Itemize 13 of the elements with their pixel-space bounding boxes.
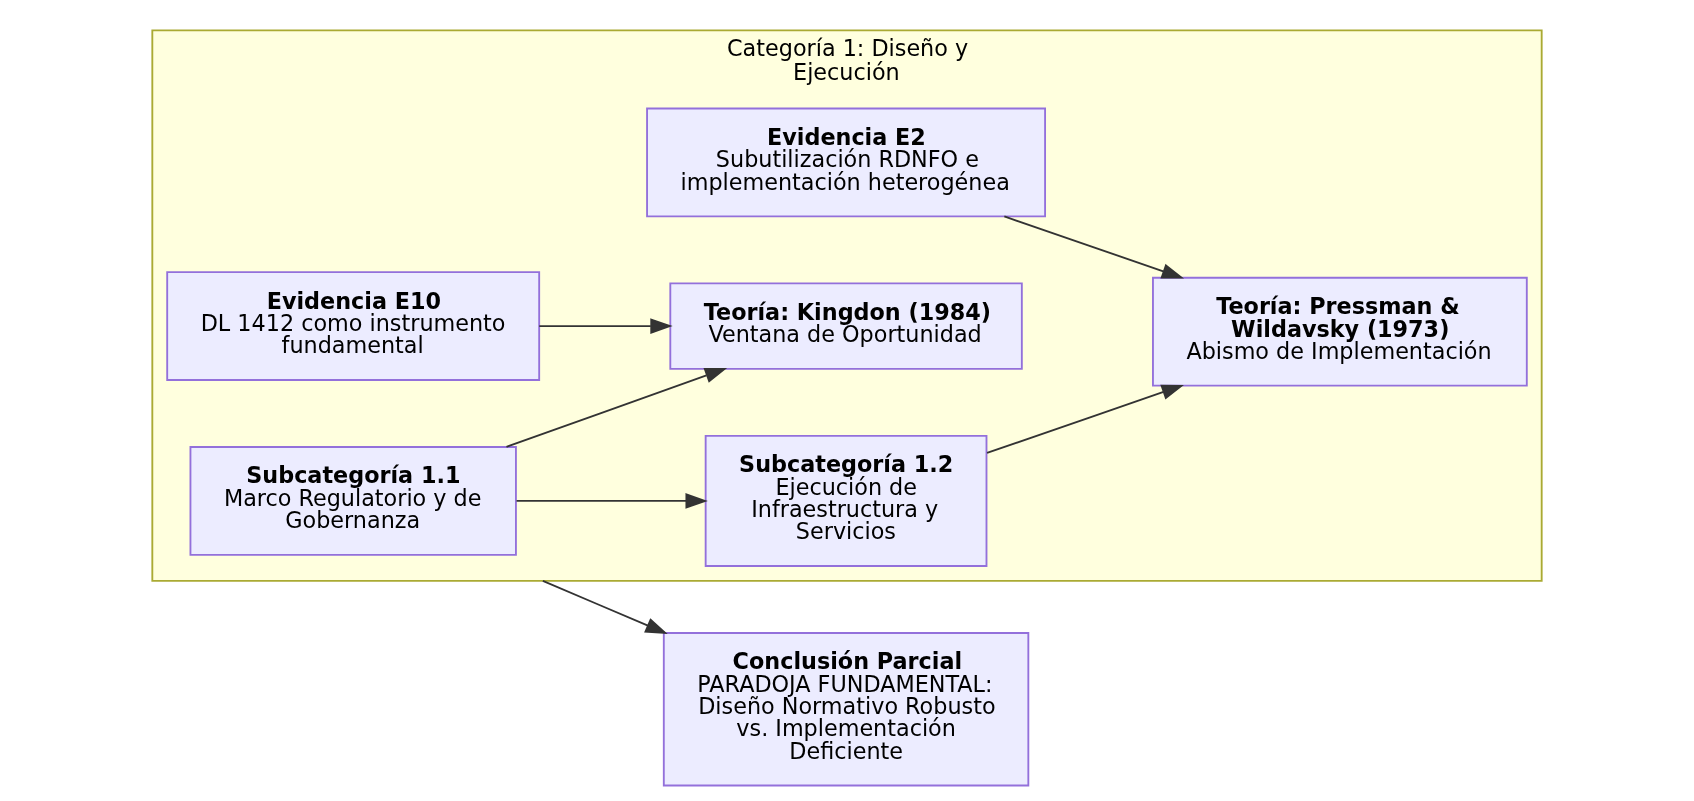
node-box: Subcategoría 1.1 Marco Regulatorio y de Gobernanza <box>189 446 517 556</box>
node-box: Teoría: Pressman & Wildavsky (1973) Abismo de Implementación <box>1152 276 1528 387</box>
node-box: Subcategoría 1.2 Ejecución de Infraestructura y Servicios <box>704 434 988 567</box>
arrow <box>541 580 668 635</box>
node-box: Evidencia E10 DL 1412 como instrumento fundamental <box>166 271 541 381</box>
arrow <box>505 367 728 448</box>
arrow <box>986 384 1184 454</box>
node-box: Evidencia E2 Subutilización RDNFO e implementación heterogénea <box>646 107 1046 218</box>
arrow <box>1003 215 1185 279</box>
arrow <box>538 318 673 334</box>
node-box: Teoría: Kingdon (1984) Ventana de Oportunidad <box>669 282 1023 370</box>
node-box: Conclusión Parcial PARADOJA FUNDAMENTAL: Diseño Normativo Robusto vs. Implementación Deficiente <box>662 632 1030 787</box>
arrow <box>515 493 708 509</box>
